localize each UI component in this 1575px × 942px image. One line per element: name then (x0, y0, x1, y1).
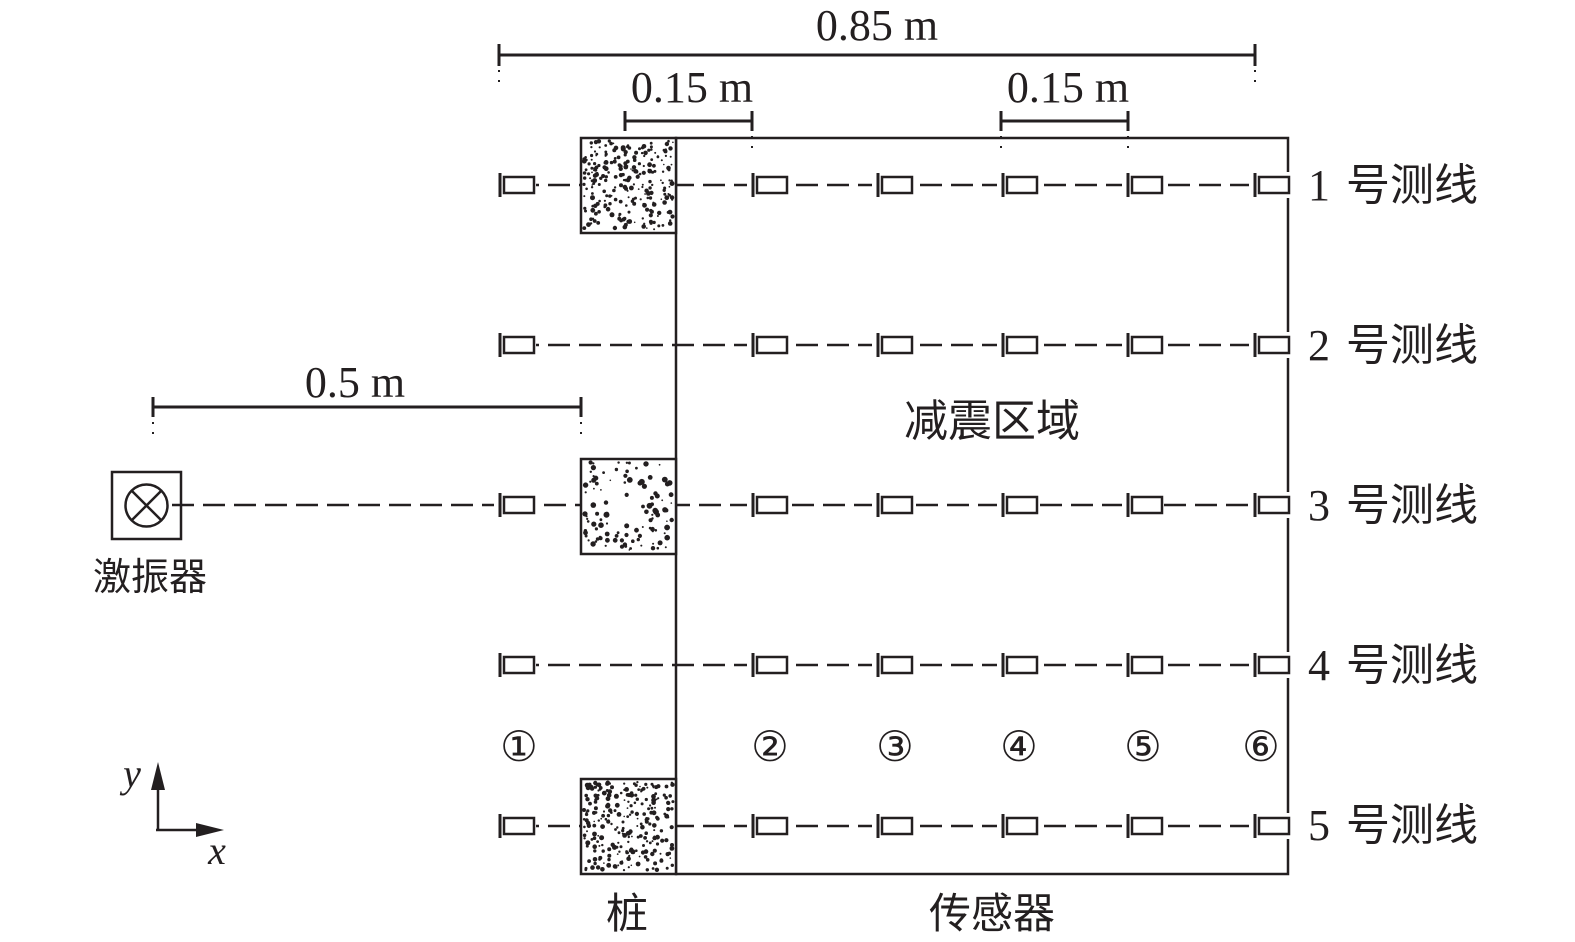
line-4-text: 号测线 (1346, 640, 1478, 691)
sensor-icon (494, 492, 536, 518)
line-5-text: 号测线 (1346, 800, 1478, 851)
sensor-icon (872, 492, 914, 518)
sensor-icon (494, 172, 536, 198)
sensor-icon (872, 652, 914, 678)
sensor-icon (872, 172, 914, 198)
sensor-icon (747, 332, 789, 358)
damping-zone-label: 减震区域 (904, 396, 1080, 447)
sensor-icon (872, 813, 914, 839)
coordinate-axes: y x (119, 751, 226, 873)
sensor-icon (1249, 172, 1291, 198)
sensor-icon (997, 172, 1039, 198)
line-3-number: 3 (1308, 481, 1330, 530)
exciter-label: 激振器 (93, 555, 207, 599)
dimension-total-label: 0.85 m (816, 1, 938, 50)
y-axis-label: y (119, 751, 141, 796)
sensor-icon (1122, 332, 1164, 358)
sensor-icon (747, 813, 789, 839)
sensor-icon (747, 652, 789, 678)
sensor-icon (1249, 652, 1291, 678)
sensor-column-numbers: ① ② ③ ④ ⑤ ⑥ (500, 722, 1280, 771)
sensor-column-3: ③ (876, 722, 914, 771)
line-1-number: 1 (1308, 161, 1330, 210)
sensor-column-5: ⑤ (1124, 722, 1162, 771)
measurement-line-labels: 1 号测线 2 号测线 3 号测线 4 号测线 5 号测线 (1308, 160, 1478, 851)
pile (579, 136, 678, 235)
sensor-icon (997, 652, 1039, 678)
sensor-icon (1122, 492, 1164, 518)
line-1-text: 号测线 (1346, 160, 1478, 211)
sensor-icon (494, 813, 536, 839)
line-5-number: 5 (1308, 801, 1330, 850)
line-2-number: 2 (1308, 321, 1330, 370)
x-axis-label: x (207, 828, 226, 873)
sensor-icon (1122, 172, 1164, 198)
sensor-icon (747, 492, 789, 518)
exciter-box (110, 470, 183, 541)
circled-times-icon (124, 483, 169, 528)
dimension-spacing-left: 0.15 m (623, 63, 754, 150)
line-4-number: 4 (1308, 641, 1330, 690)
sensor-icon (494, 332, 536, 358)
sensor-icon (872, 332, 914, 358)
x-axis-arrow-icon (196, 823, 224, 837)
y-axis-arrow-icon (151, 762, 165, 790)
dimension-spacing-left-label: 0.15 m (631, 63, 753, 112)
sensors (494, 172, 1291, 839)
sensor-icon (494, 652, 536, 678)
measurement-lines (172, 183, 1288, 828)
pile-label: 桩 (606, 889, 648, 938)
sensor-icon (1122, 813, 1164, 839)
sensor-column-6: ⑥ (1242, 722, 1280, 771)
line-2-text: 号测线 (1346, 320, 1478, 371)
sensor-column-4: ④ (1000, 722, 1038, 771)
sensor-icon (747, 172, 789, 198)
dimension-spacing-right: 0.15 m (999, 63, 1130, 150)
pile (579, 457, 678, 556)
sensor-label: 传感器 (929, 889, 1055, 938)
sensor-icon (997, 813, 1039, 839)
line-3-text: 号测线 (1346, 480, 1478, 531)
sensor-column-2: ② (751, 722, 789, 771)
piles (579, 136, 678, 876)
sensor-icon (997, 332, 1039, 358)
sensor-icon (1249, 813, 1291, 839)
sensor-icon (1122, 652, 1164, 678)
exciter (110, 470, 183, 541)
dimension-total: 0.85 m (497, 1, 1257, 88)
sensor-column-1: ① (500, 722, 538, 771)
dimension-exciter-distance: 0.5 m (151, 358, 583, 436)
sensor-icon (1249, 492, 1291, 518)
sensor-icon (997, 492, 1039, 518)
sensor-icon (1249, 332, 1291, 358)
pile (579, 777, 678, 876)
dimension-exciter-distance-label: 0.5 m (305, 358, 405, 407)
dimension-spacing-right-label: 0.15 m (1007, 63, 1129, 112)
